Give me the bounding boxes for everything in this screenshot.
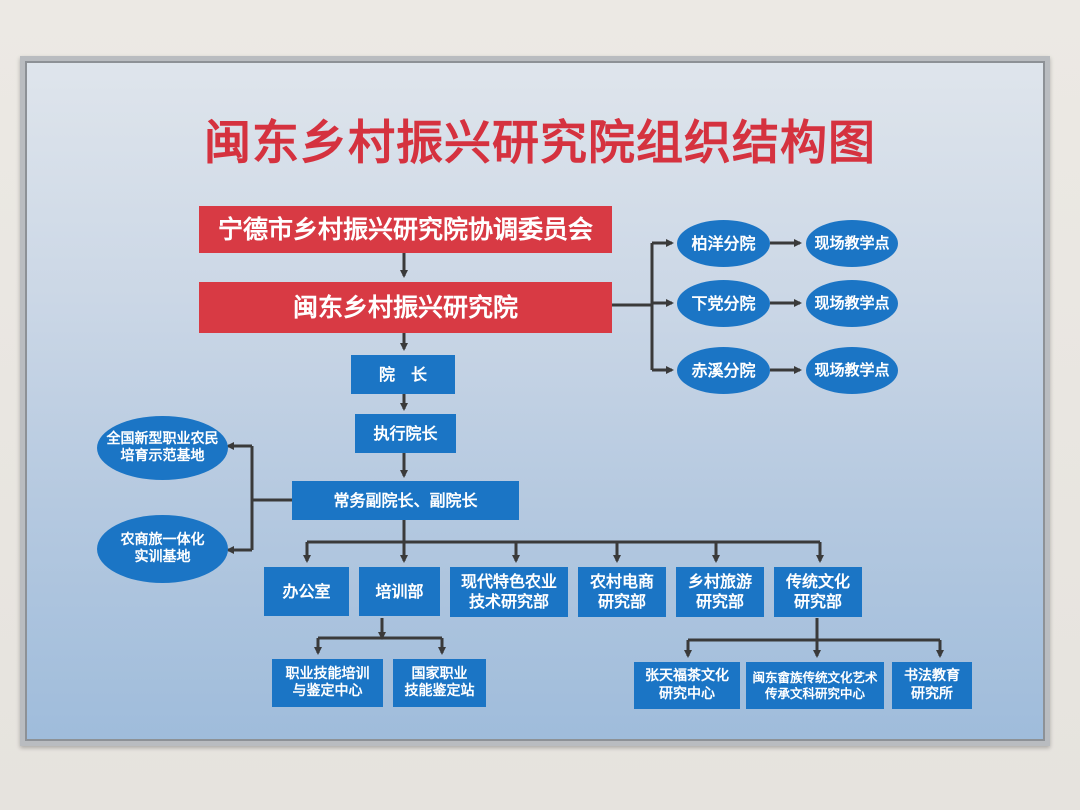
node-ecommerce-dept: 农村电商 研究部 bbox=[578, 567, 666, 617]
node-tea-center: 张天福茶文化 研究中心 bbox=[634, 662, 740, 709]
node-agri-tech-dept: 现代特色农业 技术研究部 bbox=[450, 567, 568, 617]
node-culture-dept: 传统文化 研究部 bbox=[774, 567, 862, 617]
chart-title: 闽东乡村振兴研究院组织结构图 bbox=[204, 116, 876, 171]
node-tourism-dept: 乡村旅游 研究部 bbox=[676, 567, 764, 617]
board-frame bbox=[20, 56, 1050, 746]
node-institute: 闽东乡村振兴研究院 bbox=[199, 282, 612, 333]
node-teaching-2: 现场教学点 bbox=[806, 280, 898, 327]
node-branch-3: 赤溪分院 bbox=[677, 347, 770, 394]
node-committee: 宁德市乡村振兴研究院协调委员会 bbox=[199, 206, 612, 253]
node-training-dept: 培训部 bbox=[359, 567, 440, 616]
node-skill-center: 职业技能培训 与鉴定中心 bbox=[272, 659, 383, 707]
node-national-station: 国家职业 技能鉴定站 bbox=[393, 659, 486, 707]
node-branch-2: 下党分院 bbox=[677, 280, 770, 327]
node-president: 院 长 bbox=[351, 355, 455, 394]
node-base-training: 全国新型职业农民 培育示范基地 bbox=[97, 416, 228, 480]
node-vice-presidents: 常务副院长、副院长 bbox=[292, 481, 519, 520]
node-branch-1: 柏洋分院 bbox=[677, 220, 770, 267]
node-teaching-3: 现场教学点 bbox=[806, 347, 898, 394]
node-office: 办公室 bbox=[264, 567, 349, 616]
node-exec-president: 执行院长 bbox=[355, 414, 456, 453]
node-teaching-1: 现场教学点 bbox=[806, 220, 898, 267]
node-calligraphy: 书法教育 研究所 bbox=[892, 662, 972, 709]
node-base-integration: 农商旅一体化 实训基地 bbox=[97, 515, 228, 583]
node-she-center: 闽东畲族传统文化艺术 传承文科研究中心 bbox=[746, 662, 884, 709]
